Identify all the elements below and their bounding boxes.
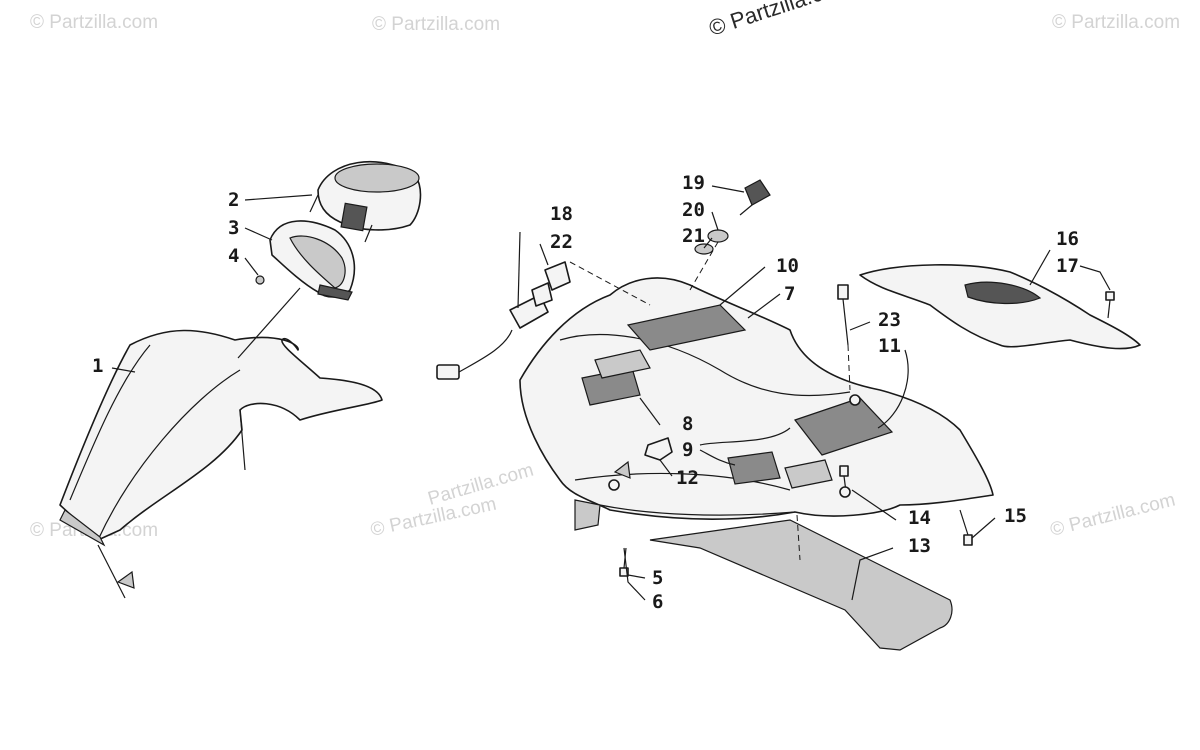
part-12-cap <box>644 437 673 461</box>
callout-8: 8 <box>682 413 693 435</box>
callout-19: 19 <box>682 172 705 194</box>
callout-7: 7 <box>784 283 795 305</box>
part-10-grille <box>626 304 747 351</box>
part-22-knob <box>544 261 571 291</box>
mount-point <box>608 479 620 491</box>
callout-9: 9 <box>682 439 693 461</box>
callout-16: 16 <box>1056 228 1079 250</box>
part-21-washer <box>694 243 714 255</box>
part-17-screw <box>1105 291 1115 319</box>
part-23-bolt <box>837 284 849 346</box>
part-2-gauge <box>309 160 422 243</box>
mount-point <box>839 486 851 498</box>
callout-22: 22 <box>550 231 573 253</box>
part-13-pad <box>649 519 953 651</box>
callout-12: 12 <box>676 467 699 489</box>
callout-10: 10 <box>776 255 799 277</box>
callout-18: 18 <box>550 203 573 225</box>
part-16-trim <box>859 264 1141 350</box>
opening <box>784 459 833 489</box>
part-11-grille <box>794 397 894 456</box>
callout-15: 15 <box>1004 505 1027 527</box>
callout-14: 14 <box>908 507 931 529</box>
callout-21: 21 <box>682 225 705 247</box>
callout-5: 5 <box>652 567 663 589</box>
callout-2: 2 <box>228 189 239 211</box>
opening <box>594 349 651 379</box>
part-18-harness <box>436 282 553 380</box>
part-19-key <box>744 179 771 206</box>
callout-11: 11 <box>878 335 901 357</box>
callout-4: 4 <box>228 245 239 267</box>
part-1-windshield <box>59 329 383 547</box>
watermark: © Partzilla.com <box>1052 12 1180 33</box>
mount-point <box>849 394 861 406</box>
arrow-marker <box>116 570 135 589</box>
callout-20: 20 <box>682 199 705 221</box>
callout-6: 6 <box>652 591 663 613</box>
watermark: © Partzilla.com <box>1048 490 1177 541</box>
callout-3: 3 <box>228 217 239 239</box>
callout-23: 23 <box>878 309 901 331</box>
callout-1: 1 <box>92 355 103 377</box>
callout-13: 13 <box>908 535 931 557</box>
watermark: © Partzilla.com <box>706 0 855 41</box>
part-3-bezel <box>269 220 356 301</box>
part-4-grommet <box>255 275 265 285</box>
arrow-marker <box>613 460 631 479</box>
watermark: © Partzilla.com <box>30 12 158 33</box>
callout-17: 17 <box>1056 255 1079 277</box>
part-7-console <box>519 277 994 531</box>
watermark: © Partzilla.com <box>372 14 500 35</box>
part-9-grille <box>727 451 781 485</box>
part-15-screw <box>959 509 973 546</box>
